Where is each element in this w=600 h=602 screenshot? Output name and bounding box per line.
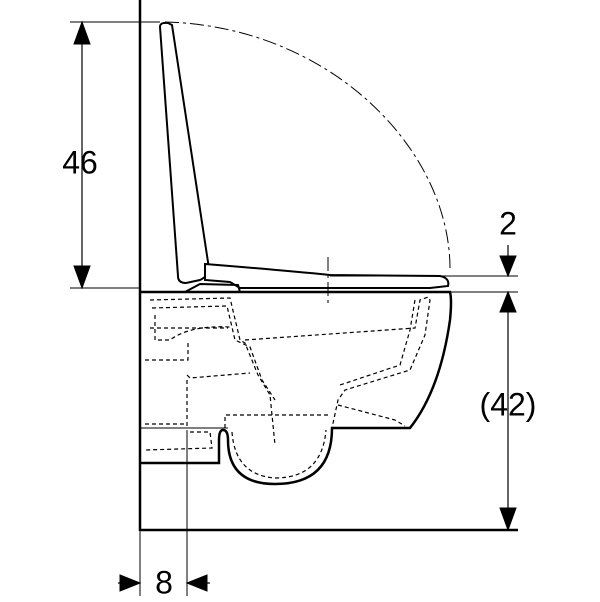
lid xyxy=(158,21,210,285)
dimension-label-2: 2 xyxy=(499,205,517,242)
arrow-down-icon xyxy=(73,265,91,290)
bowl-outline xyxy=(140,290,453,486)
dimension-label-46: 46 xyxy=(62,144,98,181)
hidden-lines xyxy=(144,296,431,479)
lid-swing-arc xyxy=(164,21,451,273)
arrow-right-icon xyxy=(119,574,142,592)
dimension-label-8: 8 xyxy=(155,564,173,601)
hinge xyxy=(184,282,241,293)
dimension-label-42: (42) xyxy=(479,386,537,423)
arrow-up-icon xyxy=(73,20,91,45)
arrow-down-icon xyxy=(499,507,517,532)
arrow-down-icon xyxy=(499,255,517,278)
